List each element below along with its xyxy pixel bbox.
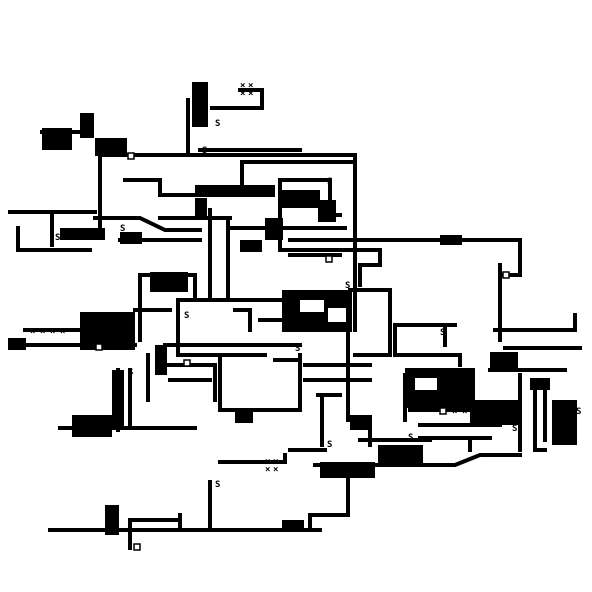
corridor <box>348 288 392 357</box>
door-icon <box>183 359 191 367</box>
stairs-icon: S <box>184 311 189 321</box>
door-icon <box>325 255 333 263</box>
stairs-icon: S <box>55 233 60 243</box>
room-block <box>150 272 188 292</box>
stairs-icon: S <box>215 119 220 129</box>
corridor <box>218 353 302 412</box>
treasure-x-icon: × <box>60 327 65 337</box>
treasure-x-icon: × <box>40 327 45 337</box>
stairs-layer: S S S S S S S S S S S S S S S S <box>55 119 581 490</box>
corridor <box>533 388 547 452</box>
corridor <box>160 363 217 402</box>
corridor <box>313 453 522 467</box>
x-marker-layer: × × × × × × × × × × × × × × <box>30 81 467 475</box>
room-block <box>320 462 375 478</box>
treasure-x-icon: × <box>452 407 457 417</box>
stairs-icon: S <box>120 224 125 234</box>
corridor <box>98 153 357 332</box>
door-icon <box>439 407 447 415</box>
room-block <box>490 352 518 372</box>
room-block <box>470 400 520 425</box>
treasure-x-icon: × <box>248 89 253 99</box>
room-block <box>95 138 127 156</box>
door-layer <box>95 152 510 551</box>
room-block <box>440 235 462 245</box>
room-block <box>192 82 208 127</box>
room-block <box>120 232 142 244</box>
door-icon <box>127 152 135 160</box>
room-block <box>350 415 372 430</box>
room-block <box>112 370 124 430</box>
treasure-x-icon: × <box>30 327 35 337</box>
room-block <box>265 218 283 240</box>
room-block <box>80 113 94 138</box>
room-block <box>80 312 135 350</box>
room-block <box>195 185 275 197</box>
stairs-icon: S <box>408 433 413 443</box>
treasure-x-icon: × <box>240 89 245 99</box>
corridor-layer <box>8 88 582 550</box>
corridor <box>358 248 382 287</box>
room-interior <box>328 308 346 322</box>
door-icon <box>95 343 103 351</box>
treasure-x-icon: × <box>248 81 253 91</box>
corridor <box>233 308 252 332</box>
stairs-icon: S <box>440 385 445 395</box>
treasure-x-icon: × <box>50 327 55 337</box>
corridor <box>288 238 522 277</box>
corridor <box>393 323 462 357</box>
room-block <box>530 378 550 390</box>
room-block <box>378 445 423 463</box>
room-block <box>72 415 112 437</box>
treasure-x-icon: × <box>273 457 278 467</box>
room-block <box>42 128 72 150</box>
room-block <box>60 228 105 240</box>
room-block <box>235 408 253 423</box>
stairs-icon: S <box>512 424 517 434</box>
stairs-icon: S <box>215 480 220 490</box>
corridor <box>308 468 350 532</box>
corridor <box>123 178 212 197</box>
door-icon <box>133 543 141 551</box>
corridor <box>210 88 264 110</box>
room-layer <box>8 82 577 535</box>
treasure-x-icon: × <box>273 465 278 475</box>
room-block <box>240 240 262 252</box>
corridor <box>16 226 92 252</box>
room-block <box>155 345 167 375</box>
corridor <box>218 453 287 464</box>
room-interior <box>415 378 437 390</box>
room-block <box>8 338 26 350</box>
room-block <box>195 198 207 218</box>
room-block <box>282 520 304 532</box>
room-block <box>280 190 320 208</box>
stairs-icon: S <box>202 146 207 156</box>
treasure-x-icon: × <box>265 457 270 467</box>
stairs-icon: S <box>128 368 133 378</box>
stairs-icon: S <box>295 344 300 354</box>
stairs-icon: S <box>440 328 445 338</box>
door-icon <box>502 271 510 279</box>
corridor <box>493 313 577 332</box>
treasure-x-icon: × <box>265 465 270 475</box>
treasure-x-icon: × <box>240 81 245 91</box>
corridor <box>93 216 202 232</box>
stairs-icon: S <box>327 440 332 450</box>
room-block <box>105 505 119 535</box>
stairs-icon: S <box>345 281 350 291</box>
stairs-icon: S <box>327 177 332 187</box>
room-block <box>318 200 336 222</box>
room-interior <box>300 300 324 312</box>
stairs-icon: S <box>576 407 581 417</box>
room-block <box>552 400 577 445</box>
room-interior-layer <box>300 300 437 390</box>
treasure-x-icon: × <box>462 407 467 417</box>
